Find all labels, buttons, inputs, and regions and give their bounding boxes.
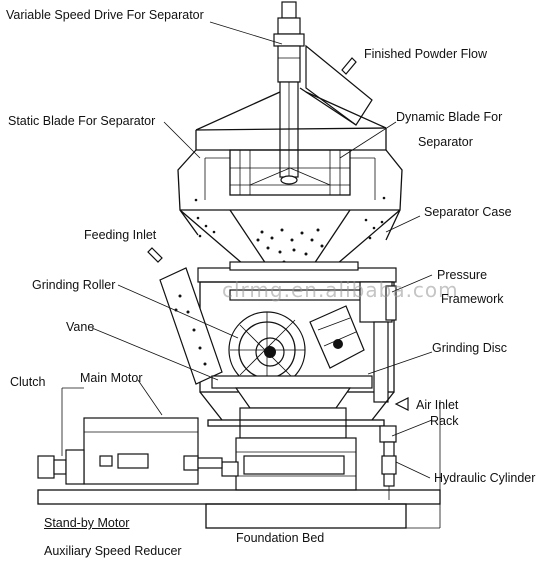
label-variable-speed-drive: Variable Speed Drive For Separator: [6, 8, 204, 22]
variable-speed-drive: [273, 1, 305, 178]
grinding-disc: [199, 375, 395, 439]
flow-arrows: [147, 57, 409, 411]
leader-lines: [91, 21, 433, 479]
label-dynamic-blade-line1: Dynamic Blade For: [396, 110, 503, 124]
label-pressure-line2: Framework: [441, 292, 504, 306]
mill-body: [197, 261, 397, 403]
main-motor: [83, 417, 223, 485]
label-main-motor: Main Motor: [80, 371, 143, 385]
rack-hydraulic: [379, 425, 397, 500]
label-auxiliary-speed-reducer: Auxiliary Speed Reducer: [44, 544, 182, 558]
label-vane: Vane: [66, 320, 95, 334]
label-foundation-bed: Foundation Bed: [236, 531, 325, 545]
label-hydraulic-cylinder: Hydraulic Cylinder: [434, 471, 536, 485]
label-dynamic-blade-line2: Separator: [418, 135, 473, 149]
label-pressure-line1: Pressure: [437, 268, 488, 282]
label-finished-powder-flow: Finished Powder Flow: [364, 47, 487, 61]
standby-assembly: [37, 387, 85, 485]
label-static-blade: Static Blade For Separator: [8, 114, 156, 128]
label-standby-motor: Stand-by Motor: [44, 516, 130, 530]
label-separator-case: Separator Case: [424, 205, 512, 219]
foundation: [37, 400, 441, 529]
label-air-inlet: Air Inlet: [416, 398, 459, 412]
label-feeding-inlet: Feeding Inlet: [84, 228, 157, 242]
outlet-duct: [299, 44, 373, 126]
gearbox: [221, 437, 357, 491]
right-roller: [309, 305, 365, 369]
feeding-chute: [159, 267, 223, 385]
dynamic-blade-cage: [204, 149, 376, 200]
label-grinding-disc: Grinding Disc: [432, 341, 508, 355]
separator-top: [177, 91, 403, 241]
label-rack: Rack: [430, 414, 459, 428]
watermark: clrmg.en.alibaba.com: [222, 278, 459, 302]
inner-cone: [179, 196, 401, 271]
label-clutch: Clutch: [10, 375, 46, 389]
label-grinding-roller: Grinding Roller: [32, 278, 116, 292]
